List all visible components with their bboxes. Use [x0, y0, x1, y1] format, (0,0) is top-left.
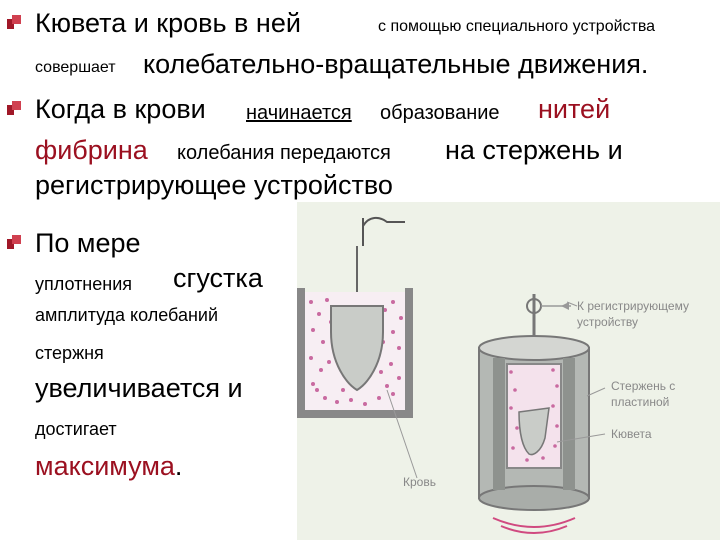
- bullet3-line7: максимума.: [35, 453, 182, 480]
- thromboelastograph-figure: К регистрирующему устройству Стержень с …: [297, 202, 720, 540]
- bullet1-line2-big: колебательно-вращательные движения.: [143, 49, 649, 79]
- bullet2-red-word: нитей: [538, 94, 611, 124]
- bullet3-line3: амплитуда колебаний: [35, 305, 219, 325]
- blood-dots-right: [509, 368, 559, 462]
- bullet-icon: [7, 101, 21, 115]
- bullet2-line2-small: колебания передаются: [177, 142, 391, 164]
- label-rod-line1: Стержень с: [611, 379, 675, 393]
- bullet2-small: образование: [380, 102, 500, 124]
- bullet3-line6: достигает: [35, 419, 117, 439]
- right-cylinder-diagram: [478, 294, 590, 534]
- bullet3-line2-small: уплотнения: [35, 274, 133, 294]
- bullet-icon: [7, 235, 21, 249]
- bullet1-text-small: с помощью специального устройства: [378, 18, 656, 35]
- bullet2-line2-big: на стержень и: [445, 135, 623, 165]
- bullet3-line5: увеличивается и: [35, 373, 243, 403]
- bullet3-line1: По мере: [35, 228, 141, 258]
- bullet3-line4: стержня: [35, 343, 104, 363]
- bullet2-line2-red: фибрина: [35, 135, 148, 165]
- label-rod-line2: пластиной: [611, 395, 669, 409]
- bullet1-line2-small: совершает: [35, 59, 116, 76]
- label-recorder-line1: К регистрирующему: [577, 299, 689, 313]
- left-cuvette-diagram: [297, 216, 413, 418]
- blood-dots-left: [309, 298, 403, 406]
- bullet2-text-big: Когда в крови: [35, 94, 206, 124]
- bullet3-line2-big: сгустка: [173, 263, 263, 293]
- bullet2-underlined: начинается: [246, 102, 352, 124]
- label-cuvette: Кювета: [611, 427, 652, 441]
- bullet3-red-word: максимума: [35, 451, 175, 481]
- bullet3-period: .: [174, 451, 183, 481]
- label-recorder-line2: устройству: [577, 315, 638, 329]
- label-blood: Кровь: [403, 475, 436, 489]
- bullet2-line3: регистрирующее устройство: [35, 170, 393, 200]
- leader-lines: [386, 301, 606, 479]
- bullet1-text-big: Кювета и кровь в ней: [35, 8, 301, 38]
- bullet-icon: [7, 15, 21, 29]
